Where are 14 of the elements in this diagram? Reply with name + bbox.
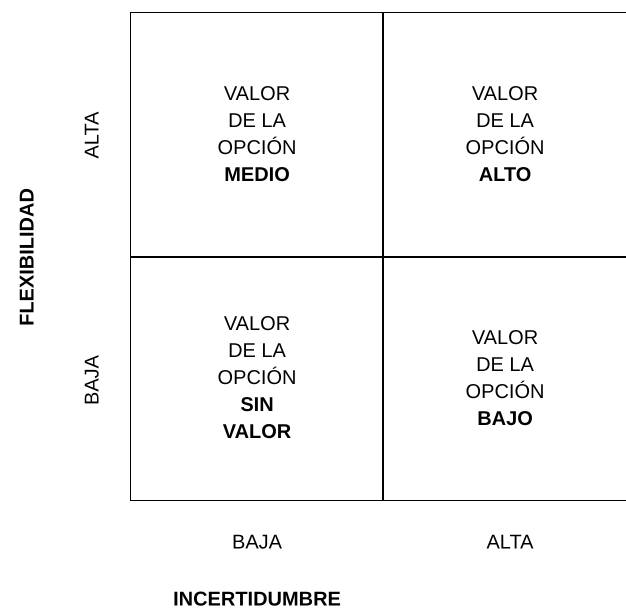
axis-title: INCERTIDUMBRE [173, 588, 341, 612]
axis-title: FLEXIBILIDAD [16, 188, 40, 326]
cell-text: VALOR DE LA OPCIÓN MEDIO [216, 82, 298, 188]
axis-level-label: ALTA [486, 532, 534, 554]
axis-level-label: BAJA [232, 532, 282, 554]
cell-text: VALOR DE LA OPCIÓN SIN VALOR [216, 312, 298, 445]
cell-text: VALOR DE LA OPCIÓN ALTO [464, 82, 546, 188]
matrix-cell [130, 12, 384, 258]
matrix-cell [382, 256, 626, 501]
matrix-cell [382, 12, 626, 258]
matrix-cell [130, 256, 384, 501]
axis-level-label: ALTA [82, 111, 104, 159]
axis-level-label: BAJA [82, 354, 104, 406]
cell-text: VALOR DE LA OPCIÓN BAJO [464, 326, 546, 432]
